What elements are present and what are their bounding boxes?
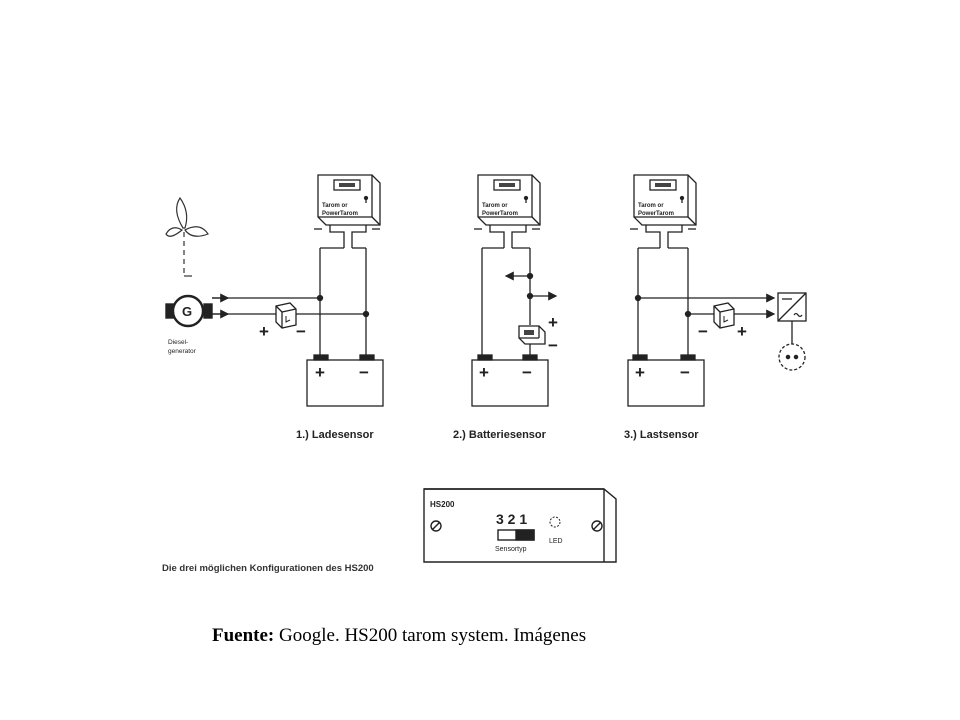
- generator-label-1: Diesel-: [168, 339, 188, 346]
- source-prefix: Fuente:: [212, 625, 275, 646]
- config-label-2: 2.) Batteriesensor: [453, 429, 547, 441]
- config-1-ladesensor: Tarom or PowerTarom + −: [212, 174, 384, 407]
- generator-symbol: G: [182, 304, 192, 319]
- source-citation: Fuente: Google. HS200 tarom system. Imág…: [212, 625, 586, 647]
- controller-box: Tarom or PowerTarom: [314, 174, 381, 238]
- sensortyp-switch: [497, 529, 535, 541]
- battery-2: + −: [471, 354, 549, 407]
- generator-label-2: generator: [168, 348, 197, 355]
- config-label-1: 1.) Ladesensor: [296, 429, 374, 441]
- controller-label-2: PowerTarom: [482, 211, 518, 217]
- screw-icon-left: [430, 520, 442, 532]
- battery-3: + −: [627, 354, 705, 407]
- battery-1: + −: [306, 354, 384, 407]
- battery1-minus: −: [359, 363, 369, 382]
- config2-minus: −: [548, 336, 558, 355]
- hs200-front-panel: HS200 3 2 1 Sensortyp LED: [423, 488, 617, 563]
- inverter-icon: [777, 292, 807, 322]
- controller-box: Tarom or PowerTarom: [474, 174, 541, 238]
- ladesensor-sensor: [275, 302, 297, 329]
- lastsensor-sensor: [713, 302, 735, 329]
- battery3-plus: +: [635, 363, 645, 382]
- config1-plus: +: [259, 322, 269, 341]
- controller-label-2: PowerTarom: [638, 211, 674, 217]
- config1-minus: −: [296, 322, 306, 341]
- config-3-lastsensor: Tarom or PowerTarom − +: [627, 174, 807, 407]
- controller-label-1: Tarom or: [638, 203, 664, 209]
- config-label-3: 3.) Lastsensor: [624, 429, 699, 441]
- battery2-plus: +: [479, 363, 489, 382]
- load-socket-icon: [778, 343, 806, 371]
- figure-caption: Die drei möglichen Konfigurationen des H…: [162, 563, 374, 574]
- controller-label-2: PowerTarom: [322, 211, 358, 217]
- battery1-plus: +: [315, 363, 325, 382]
- screw-icon-right: [591, 520, 603, 532]
- battery2-minus: −: [522, 363, 532, 382]
- config3-minus: −: [698, 322, 708, 341]
- led-indicator-icon: [549, 516, 561, 528]
- controller-box: Tarom or PowerTarom: [630, 174, 697, 238]
- led-label: LED: [549, 538, 563, 545]
- config2-plus: +: [548, 313, 558, 332]
- sensortyp-label: Sensortyp: [495, 546, 527, 553]
- config-2-batteriesensor: Tarom or PowerTarom + − + −: [471, 174, 558, 407]
- config3-plus: +: [737, 322, 747, 341]
- source-text: Google. HS200 tarom system. Imágenes: [279, 625, 587, 646]
- controller-label-1: Tarom or: [322, 203, 348, 209]
- hs200-name: HS200: [430, 500, 455, 509]
- battery3-minus: −: [680, 363, 690, 382]
- switch-numbers: 3 2 1: [496, 511, 527, 527]
- wind-turbine-icon: [165, 196, 209, 277]
- batteriesensor-sensor: [518, 325, 546, 345]
- controller-label-1: Tarom or: [482, 203, 508, 209]
- diesel-generator-icon: G: [165, 294, 213, 328]
